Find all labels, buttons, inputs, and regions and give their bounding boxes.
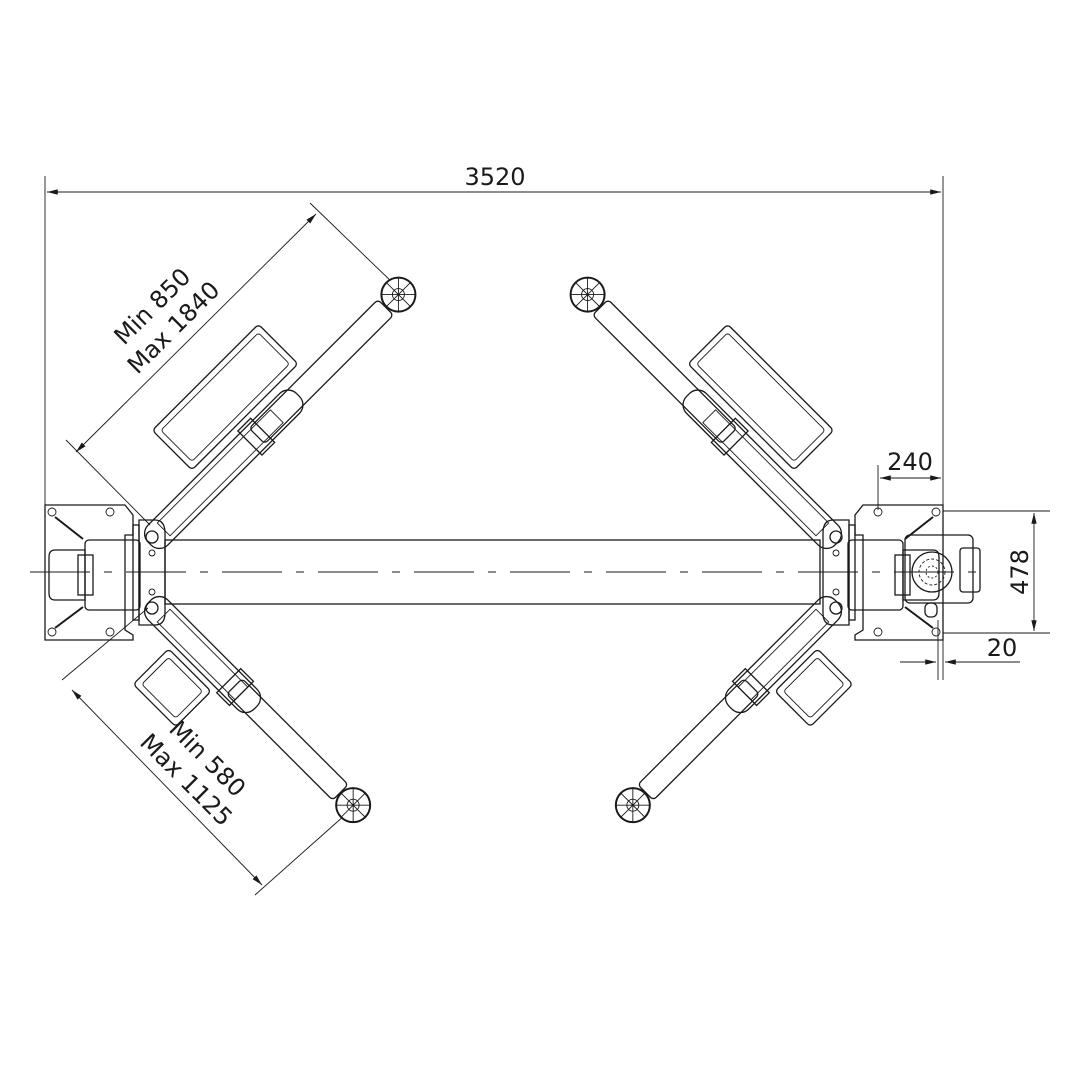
rear-left-arm [100,589,377,866]
motor [904,534,981,618]
post-offset-dimension: 240 [877,448,941,510]
front-left-arm [94,227,422,555]
crossbeam [30,539,990,605]
front-right-arm [564,227,892,555]
post-offset-label: 240 [887,448,933,476]
post-depth-label: 478 [1006,549,1034,595]
long-arm-dimension: Min 850 Max 1840 [65,202,396,526]
overall-width-label: 3520 [464,163,525,191]
post-depth-dimension: 478 [943,510,1050,634]
overall-width-dimension: 3520 [44,163,944,680]
plate-offset-dimension: 20 [900,620,1020,680]
plate-offset-label: 20 [987,634,1018,662]
short-arm-dimension: Min 580 Max 1125 [61,607,346,896]
rear-right-arm [609,589,886,866]
